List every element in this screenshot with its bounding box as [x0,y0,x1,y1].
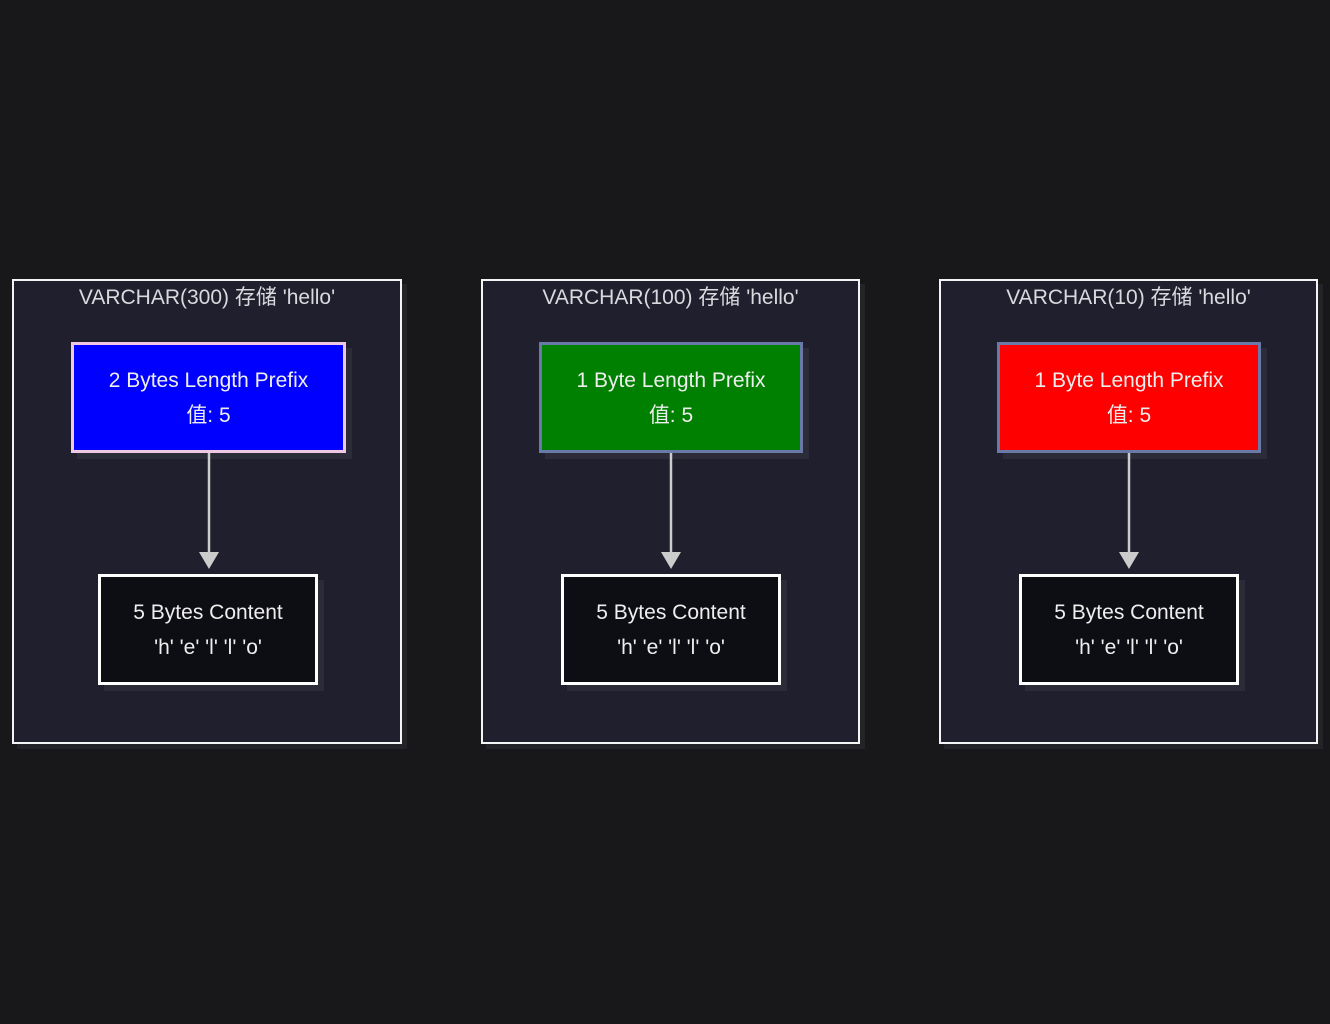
cluster-varchar-100: VARCHAR(100) 存储 'hello' 1 Byte Length Pr… [481,279,860,744]
content-label: 5 Bytes Content [1054,600,1204,624]
prefix-label: 1 Byte Length Prefix [576,368,766,392]
cluster-title: VARCHAR(300) 存储 'hello' [78,286,336,309]
edge-arrow [199,453,219,569]
prefix-value: 值: 5 [648,403,694,427]
prefix-label: 1 Byte Length Prefix [1034,368,1224,392]
content-label: 5 Bytes Content [133,600,283,624]
content-bytes: 'h' 'e' 'l' 'l' 'o' [1075,635,1183,659]
length-prefix-node: 2 Bytes Length Prefix 值: 5 [71,342,346,453]
content-bytes: 'h' 'e' 'l' 'l' 'o' [617,635,725,659]
cluster-title: VARCHAR(10) 存储 'hello' [1006,286,1251,309]
length-prefix-node: 1 Byte Length Prefix 值: 5 [997,342,1261,453]
edge-arrow [1119,453,1139,569]
length-prefix-node: 1 Byte Length Prefix 值: 5 [539,342,803,453]
content-node: 5 Bytes Content 'h' 'e' 'l' 'l' 'o' [1019,574,1239,685]
prefix-value: 值: 5 [1106,403,1152,427]
prefix-label: 2 Bytes Length Prefix [108,368,309,392]
content-label: 5 Bytes Content [596,600,746,624]
cluster-varchar-300: VARCHAR(300) 存储 'hello' 2 Bytes Length P… [12,279,402,744]
cluster-varchar-10: VARCHAR(10) 存储 'hello' 1 Byte Length Pre… [939,279,1318,744]
content-node: 5 Bytes Content 'h' 'e' 'l' 'l' 'o' [561,574,781,685]
content-bytes: 'h' 'e' 'l' 'l' 'o' [154,635,262,659]
cluster-title: VARCHAR(100) 存储 'hello' [542,286,799,309]
edge-arrow [661,453,681,569]
content-node: 5 Bytes Content 'h' 'e' 'l' 'l' 'o' [98,574,318,685]
prefix-value: 值: 5 [186,403,231,427]
